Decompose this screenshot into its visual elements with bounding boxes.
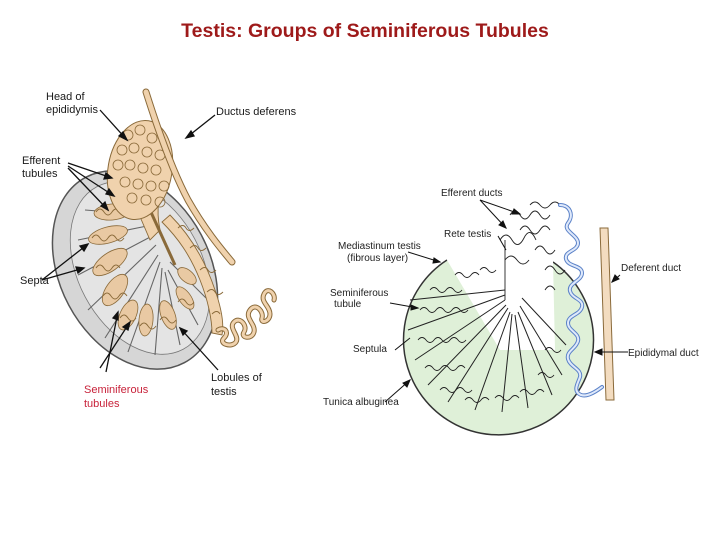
left-epididymis-body <box>161 214 224 336</box>
left-label-arrows <box>41 109 219 373</box>
left-coiled-duct-fill <box>216 289 276 347</box>
label-seminiferous-tubule-2: tubule <box>334 299 362 310</box>
right-label-arrows <box>384 199 628 403</box>
label-seminiferous-tubules-2: tubules <box>84 398 120 410</box>
right-testis-body <box>402 244 595 436</box>
left-ductus-deferens <box>142 88 236 266</box>
label-septa: Septa <box>20 275 49 287</box>
label-efferent-ducts: Efferent ducts <box>441 188 503 199</box>
label-lobules-of-testis-2: testis <box>211 386 237 398</box>
label-epididymal-duct: Epididymal duct <box>628 348 699 359</box>
label-efferent-tubules-1: Efferent <box>22 155 61 167</box>
label-seminiferous-tubule-1: Seminiferous <box>330 288 389 299</box>
label-mediastinum-testis-1: Mediastinum testis <box>338 241 421 252</box>
label-head-of-epididymis-1: Head of <box>46 91 85 103</box>
label-deferent-duct: Deferent duct <box>621 263 682 274</box>
label-septula: Septula <box>353 344 387 355</box>
left-epididymis-head <box>106 119 174 221</box>
label-rete-testis: Rete testis <box>444 229 492 240</box>
slide-title: Testis: Groups of Seminiferous Tubules <box>181 20 549 42</box>
label-tunica-albuginea: Tunica albuginea <box>323 397 399 408</box>
label-mediastinum-testis-2: (fibrous layer) <box>347 253 409 264</box>
label-ductus-deferens: Ductus deferens <box>216 106 297 118</box>
label-seminiferous-tubules-1: Seminiferous <box>84 384 149 396</box>
right-seminiferous-tubules <box>417 267 562 403</box>
label-efferent-tubules-2: tubules <box>22 168 58 180</box>
label-head-of-epididymis-2: epididymis <box>46 104 98 116</box>
right-deferent-duct <box>599 227 615 401</box>
left-lobule-tubules <box>88 203 197 337</box>
label-lobules-of-testis-1: Lobules of <box>211 372 262 384</box>
right-epididymal-duct-inner <box>559 204 603 397</box>
right-septula <box>407 289 567 413</box>
